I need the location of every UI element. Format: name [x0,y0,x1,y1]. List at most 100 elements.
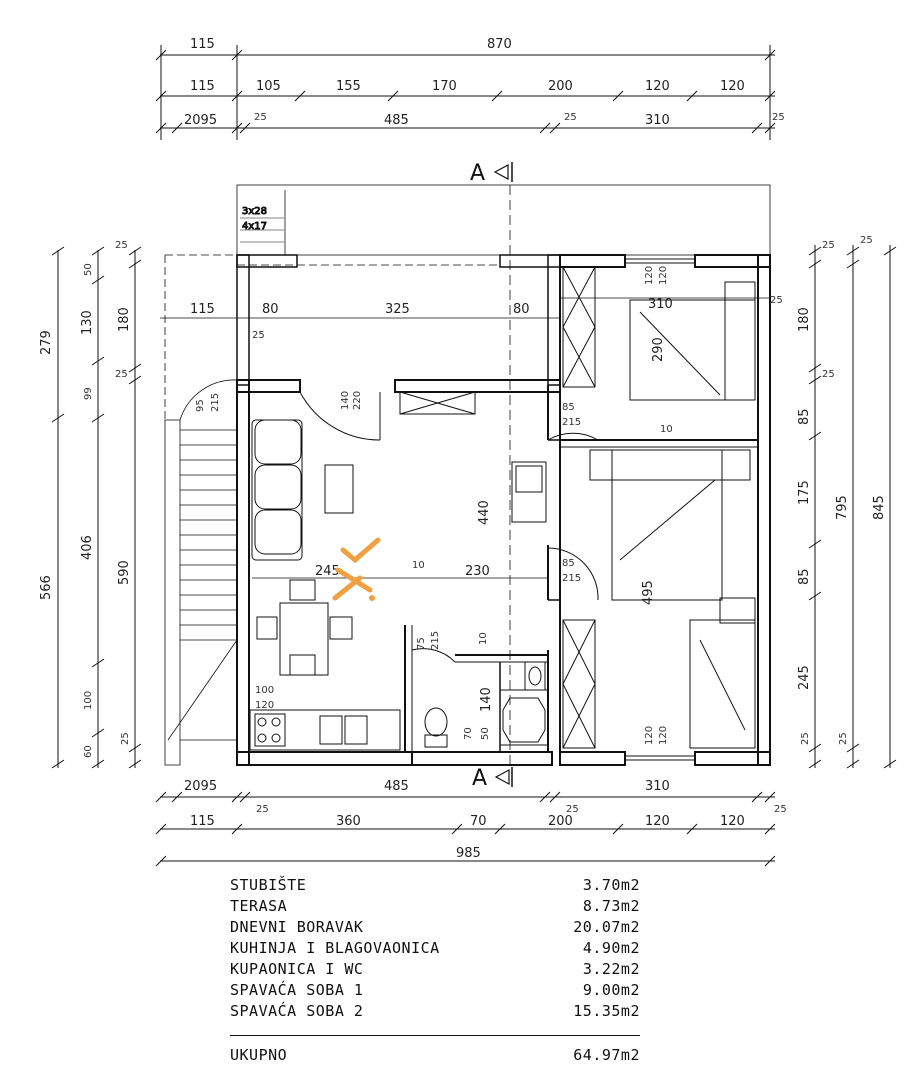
dim-left-mid-2: 130 [80,310,95,335]
wardrobe-2 [562,619,596,749]
dim-bottom-row2-2: 360 [336,814,361,829]
dim-living-width: 245 [315,564,340,579]
area-room-value: 3.70m2 [582,876,640,894]
door-bedroom-1 [547,432,599,441]
section-arrow-top-icon [493,163,509,181]
area-total-label: UKUPNO [230,1046,288,1064]
dim-door4-h: 215 [430,631,441,650]
dim-top-row3-4: 25 [564,112,577,123]
dim-top-row2-7: 120 [720,79,745,94]
bed-2 [589,449,751,601]
dim-top-row3-6: 25 [772,112,785,123]
area-room-value: 8.73m2 [582,897,640,915]
dim-left-mid-4: 406 [80,535,95,560]
dim-win1-b: 120 [658,266,669,285]
section-label-top: A [470,161,485,186]
area-room-name: DNEVNI BORAVAK [230,918,364,936]
dim-left-mid-3: 99 [83,387,94,400]
dim-bottom-row2-5: 120 [645,814,670,829]
door-entrance [299,391,381,441]
dim-top-row2-4: 170 [432,79,457,94]
dim-bath-50: 50 [480,727,491,740]
top-dimension-lines [155,45,776,140]
dim-bottom-row2-1: 115 [190,814,215,829]
door-bedroom-2 [547,547,599,601]
area-room-value: 9.00m2 [582,981,640,999]
left-dimension-lines [51,246,142,769]
doors [299,391,599,663]
dim-top-row2-3: 155 [336,79,361,94]
dim-right-inner-5: 175 [797,480,812,505]
area-room-name: KUPAONICA I WC [230,960,364,978]
dim-bottom-row1-5: 310 [645,779,670,794]
bed-3 [689,597,756,749]
area-room-value: 4.90m2 [582,939,640,957]
bathtub [499,689,549,746]
interior-labels: 115 80 325 80 25 310 25 245 10 230 440 4… [160,266,783,745]
dim-bath-depth: 140 [479,687,494,712]
dim-left-mid-1: 50 [83,263,94,276]
area-row: TERASA 8.73m2 [230,897,640,918]
dim-bedroom2-depth: 495 [641,580,656,605]
section-marker-top: A [470,161,513,186]
area-room-value: 3.22m2 [582,960,640,978]
dim-top-row2-2: 105 [256,79,281,94]
roof-outline [236,184,771,256]
dim-bottom-row1-6: 25 [774,804,787,815]
door-bathroom [411,648,456,663]
bottom-dimension-labels: 2095 25 485 25 310 25 115 360 70 200 120… [184,779,787,861]
dim-bottom-row2-4: 200 [548,814,573,829]
dim-inner-5: 25 [252,330,265,341]
dim-right-inner-7: 245 [797,665,812,690]
bottom-dimension-lines [155,791,776,867]
watermark-logo-icon [332,537,381,601]
area-row: KUHINJA I BLAGOVAONICA 4.90m2 [230,939,640,960]
dim-inner-3: 325 [385,302,410,317]
dim-kitchen-120: 120 [255,700,274,711]
furniture [249,266,756,751]
staircase [164,379,238,766]
area-row: STUBIŠTE 3.70m2 [230,876,640,897]
dim-bath-70: 70 [463,727,474,740]
dim-left-outer-1: 279 [39,330,54,355]
dim-living-depth: 440 [477,500,492,525]
shower-unit [511,461,547,523]
dim-door0-h: 215 [210,393,221,412]
kitchen-counter [249,709,401,751]
dim-door2-h: 215 [562,417,581,428]
dim-bottom-row1-1: 2095 [184,779,217,794]
toilet [424,707,448,748]
dim-door1-h: 220 [352,391,363,410]
dim-door0-w: 95 [195,399,206,412]
dim-left-mid-5: 100 [83,691,94,710]
dim-bottom-row2-6: 120 [720,814,745,829]
dim-inner-7: 25 [770,295,783,306]
area-total-row: UKUPNO 64.97m2 [230,1035,640,1067]
dim-right-inner-4: 85 [797,408,812,425]
area-row: SPAVAĆA SOBA 2 15.35m2 [230,1002,640,1023]
coffee-table [324,464,354,514]
dim-right-inner-3: 25 [822,369,835,380]
dim-win1-a: 120 [644,266,655,285]
dim-door4-w: 75 [416,637,427,650]
stair-count-1: 3x28 [242,206,267,217]
tv-unit [399,391,476,415]
area-row: SPAVAĆA SOBA 1 9.00m2 [230,981,640,1002]
dim-top-total-1: 115 [190,37,215,52]
dim-bottom-row2-3: 70 [470,814,487,829]
dim-right-inner-1: 25 [822,240,835,251]
right-dimension-labels: 25 180 25 85 175 85 245 25 25 795 25 845 [797,235,887,745]
dim-right-mid-3: 25 [838,732,849,745]
sofa [251,419,303,561]
dim-kitchen-100: 100 [255,685,274,696]
area-room-value: 20.07m2 [573,918,640,936]
area-room-value: 15.35m2 [573,1002,640,1020]
section-arrow-bottom-icon [494,768,510,786]
area-row: DNEVNI BORAVAK 20.07m2 [230,918,640,939]
dim-door3-h: 215 [562,573,581,584]
dim-wall-10a: 10 [660,424,673,435]
dim-bottom-row1-4: 25 [566,804,579,815]
stair-count-2: 4x17 [242,221,267,232]
dining-set [256,579,353,676]
area-room-name: STUBIŠTE [230,876,307,894]
